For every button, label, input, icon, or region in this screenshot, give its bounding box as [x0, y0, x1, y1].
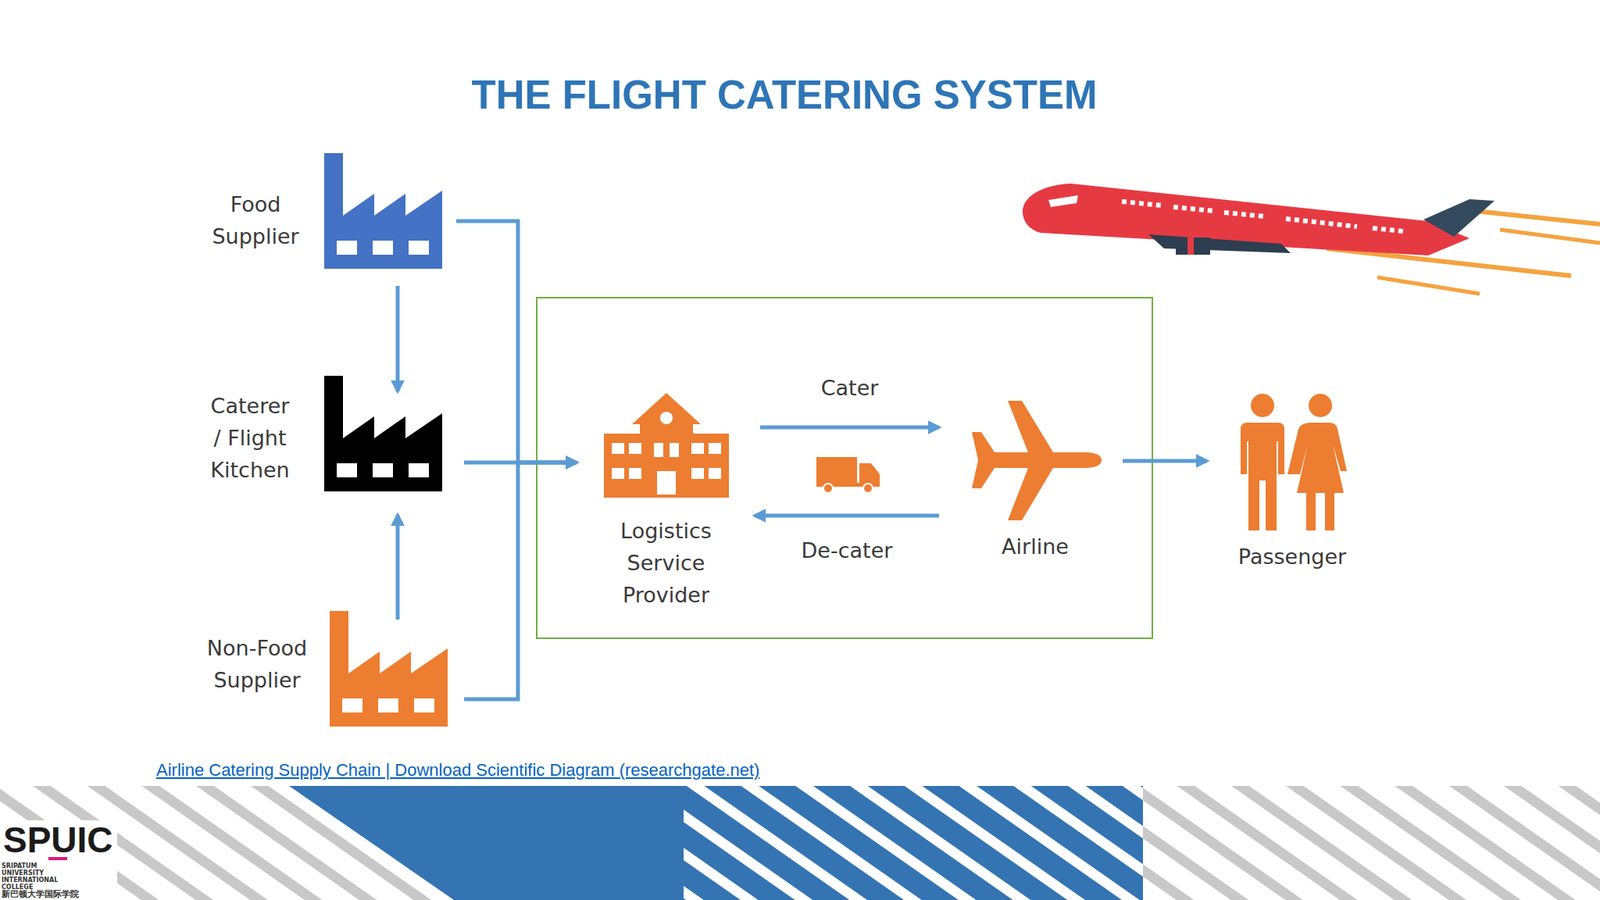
passenger-node: Passenger — [1232, 386, 1352, 575]
airplane-cockpit — [1048, 195, 1079, 208]
edge-label: De-cater — [801, 538, 893, 563]
flow-arrow — [396, 514, 400, 620]
logo-wordmark: SPUIC — [3, 820, 114, 860]
flow-arrow — [464, 462, 577, 700]
airplane-engine — [1175, 237, 1211, 255]
logo-subtitle: SRIPATUM UNIVERSITY INTERNATIONAL COLLEG… — [1, 862, 69, 891]
airplane-wing — [1148, 234, 1291, 254]
node-label: Passenger — [1232, 540, 1352, 573]
node-label: Food Supplier — [210, 162, 301, 279]
airplane-engine-band — [1187, 237, 1194, 255]
caterer-node: Caterer / Flight Kitchen — [199, 375, 450, 492]
airplane-windows — [1121, 201, 1404, 232]
node-icon — [967, 400, 1104, 521]
blue-band — [289, 785, 454, 900]
airplane-illustration — [1022, 183, 1600, 294]
flow-arrow — [456, 221, 577, 463]
flow-arrow — [1122, 459, 1208, 464]
logo-chinese-name: 新巴顿大学国际学院 — [1, 889, 79, 900]
footer-band — [0, 785, 1600, 900]
node-label: Caterer / Flight Kitchen — [204, 379, 296, 496]
flow-arrow — [464, 460, 577, 465]
slide-title: THE FLIGHT CATERING SYSTEM — [0, 71, 1569, 118]
gray-stripes — [1142, 785, 1600, 900]
speed-streak — [1500, 229, 1600, 243]
logo-background — [0, 820, 118, 900]
flow-arrow — [754, 514, 940, 518]
node-label: Logistics Service Provider — [593, 514, 739, 611]
flow-arrow — [760, 425, 940, 430]
blue-band — [453, 785, 1143, 900]
airline-node: Airline — [964, 394, 1106, 565]
source-link: Airline Catering Supply Chain | Download… — [156, 760, 760, 781]
truck-icon — [816, 457, 880, 493]
airplane-tail — [1423, 199, 1495, 237]
speed-streak — [1377, 277, 1480, 294]
speed-streak — [1326, 248, 1572, 276]
flow-arrow — [396, 285, 400, 392]
node-label: Non-Food Supplier — [202, 605, 312, 723]
node-label: Airline — [964, 530, 1106, 563]
food-supplier-node: Food Supplier — [199, 153, 450, 269]
edge-label: Cater — [821, 375, 879, 400]
airplane-fuselage — [1022, 183, 1470, 256]
node-icon — [329, 610, 448, 728]
node-icon — [324, 375, 443, 492]
gray-stripes — [0, 785, 454, 900]
non-food-supplier-node: Non-Food Supplier — [199, 610, 450, 728]
node-icon — [324, 153, 443, 269]
white-stripes — [683, 785, 1143, 900]
node-icon — [1232, 392, 1352, 531]
logistics-node: Logistics Service Provider — [593, 386, 739, 614]
logistics-group-box: Logistics Service Provider Airline — [535, 296, 1154, 640]
node-icon — [603, 392, 729, 498]
